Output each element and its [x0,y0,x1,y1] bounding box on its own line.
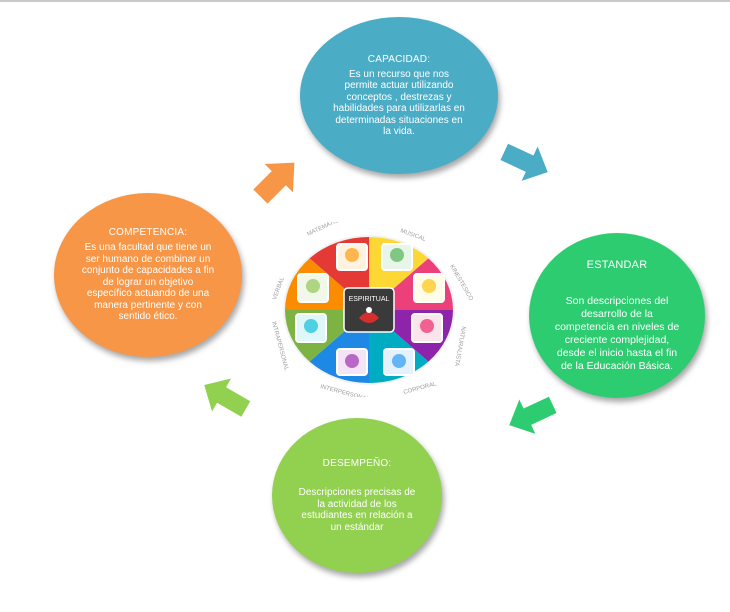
desempeno-node: DESEMPEÑO: Descripciones precisas de la … [272,418,442,573]
ring-label-verbal: VERBAL [272,276,286,301]
espiritual-label: ESPIRITUAL [349,296,390,303]
ring-label-musical: MUSICAL [399,228,427,243]
capacidad-description: Es un recurso que nos permite actuar uti… [333,68,465,138]
estandar-description: Son descripciones del desarrollo de la c… [554,294,680,372]
competencia-description: Es una facultad que tiene un ser humano … [81,242,215,323]
capacidad-title: CAPACIDAD: [367,53,431,65]
desempeno-description: Descripciones precisas de la actividad d… [298,487,416,533]
competencia-title: COMPETENCIA: [108,227,188,239]
dove-icon [366,307,372,313]
ring-label-interpersonal: INTERPERSONAL [319,384,370,397]
multiple-intelligences-wheel: ESPIRITUAL VERBAL MATEMATICA MUSICAL KIN… [270,222,474,397]
ring-label-naturalista: NATURALISTA [453,326,466,367]
estandar-node: ESTANDAR Son descripciones del desarroll… [529,233,705,398]
arrow-estandar-to-desempeno [509,396,557,434]
ring-label-corporal: CORPORAL [403,381,438,396]
top-border-line [0,0,730,2]
capacidad-node: CAPACIDAD: Es un recurso que nos permite… [300,17,498,174]
desempeno-title: DESEMPEÑO: [322,458,392,469]
estandar-title: ESTANDAR [586,258,648,271]
competencia-node: COMPETENCIA: Es una facultad que tiene u… [54,193,242,357]
intelligence-picture-tiles [295,243,445,376]
ring-label-matematica: MATEMATICA [306,222,343,238]
arrow-desempeno-to-competencia [204,378,251,417]
arrow-capacidad-to-estandar [500,143,548,181]
heart-hands-icon [359,312,379,323]
arrow-competencia-to-capacidad [253,162,295,204]
